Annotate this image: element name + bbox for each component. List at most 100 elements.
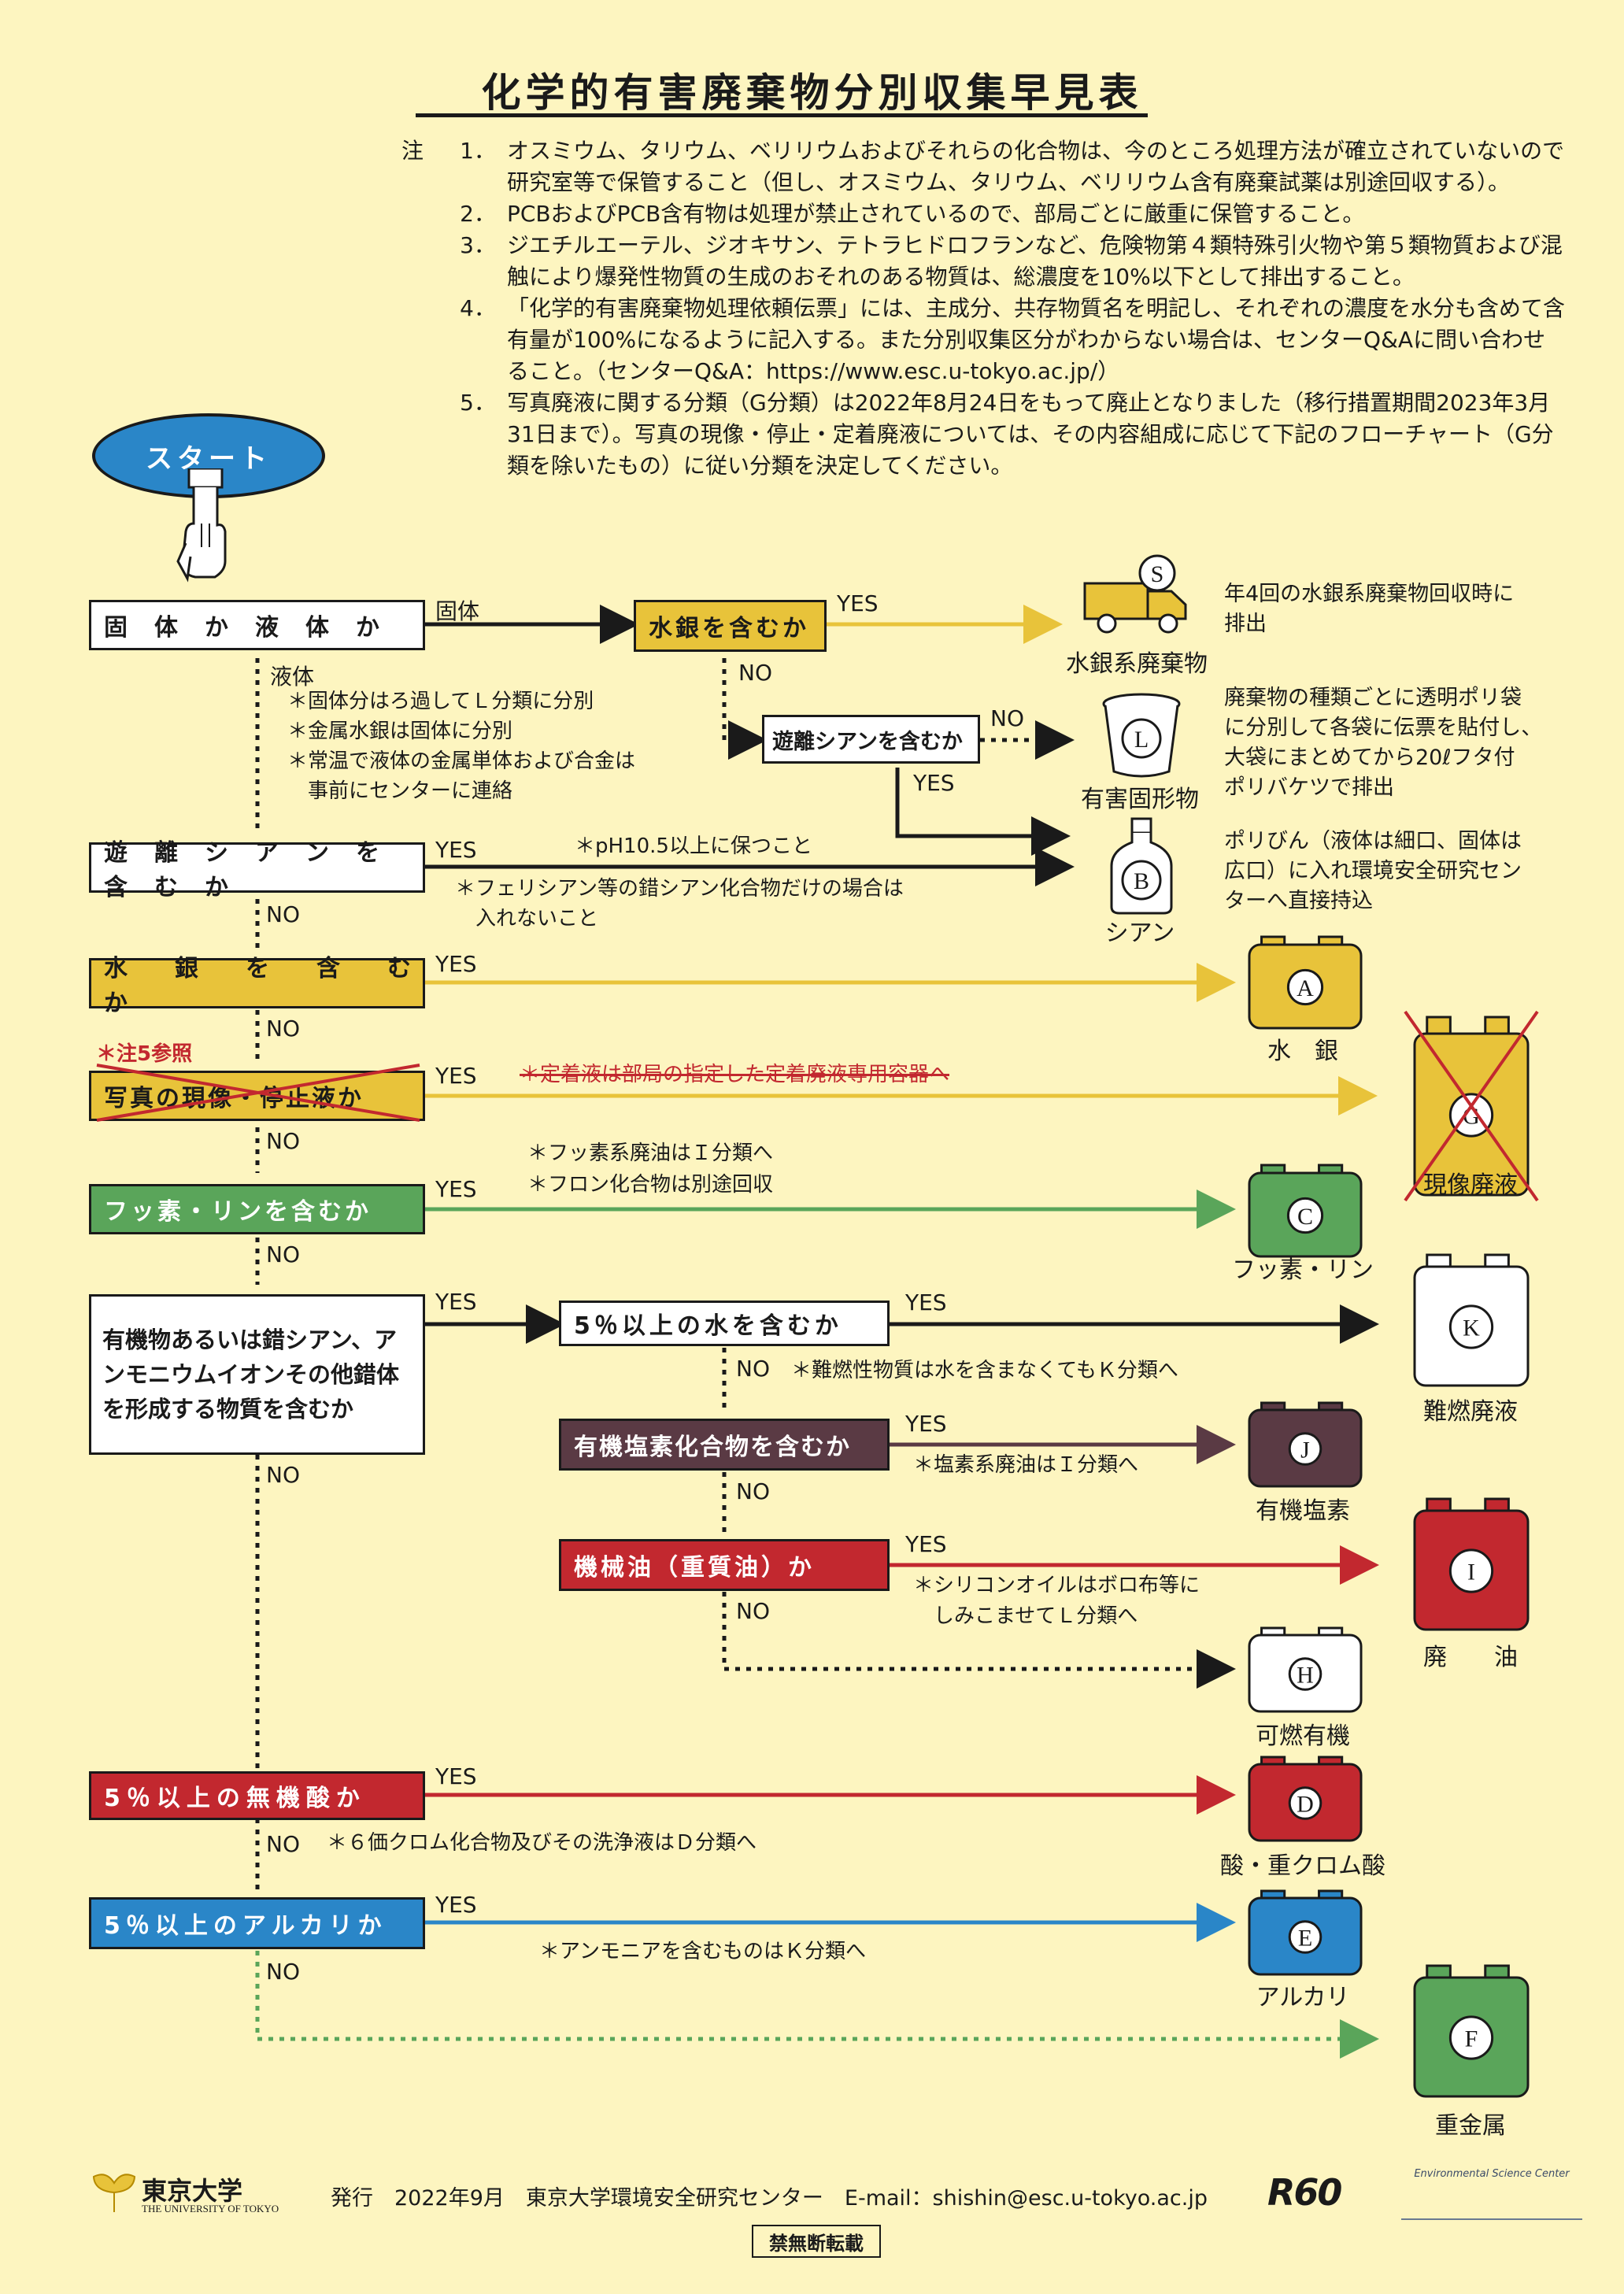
- container-H-icon: H: [1248, 1626, 1363, 1713]
- annotation-flame-retardant: ＊難燃性物質は水を含まなくてもＫ分類へ: [791, 1359, 1178, 1382]
- label-no: NO: [990, 705, 1024, 731]
- annotation-ph: ＊pH10.5以上に保つこと: [575, 834, 812, 858]
- liquid-note-4: 事前にセンターに連絡: [287, 779, 513, 803]
- container-key-letter: E: [1298, 1926, 1312, 1952]
- note-text: ジエチルエーテル、ジオキサン、テトラヒドロフランなど、危険物第４類特殊引火物や第…: [507, 232, 1563, 290]
- annotation-fluoro-1: ＊フッ素系廃油はＩ分類へ: [527, 1141, 774, 1165]
- container-key-letter: K: [1463, 1315, 1480, 1341]
- label-yes: YES: [435, 1289, 477, 1315]
- liquid-note-3: ＊常温で液体の金属単体および合金は: [287, 749, 636, 773]
- container-L-icon: L: [1102, 693, 1181, 778]
- label-no: NO: [736, 1598, 770, 1624]
- note-2: 2． PCBおよびPCB含有物は処理が禁止されているので、部局ごとに厳重に保管す…: [401, 198, 1567, 230]
- label-yes: YES: [913, 770, 955, 796]
- decision-alkali: 5％以上のアルカリか: [89, 1897, 425, 1949]
- label-no: NO: [266, 901, 300, 927]
- esc-logo: Environmental Science Center: [1401, 2166, 1582, 2220]
- container-key-letter: F: [1465, 2026, 1478, 2052]
- pointing-hand-icon: [176, 468, 227, 583]
- container-K-icon: K: [1413, 1253, 1530, 1387]
- container-J-icon: J: [1248, 1401, 1363, 1488]
- container-F-icon: F: [1413, 1964, 1530, 2098]
- label-yes: YES: [435, 837, 477, 863]
- label-no: NO: [266, 1241, 300, 1267]
- deprecated-cross-mark: [1404, 1010, 1539, 1202]
- annotation-ferricyanide-1: ＊フェリシアン等の錯シアン化合物だけの場合は: [455, 877, 904, 901]
- decision-machine-oil: 機械油（重質油）か: [559, 1539, 890, 1591]
- note-number: 1．: [460, 138, 496, 164]
- note-4: 4． 「化学的有害廃棄物処理依頼伝票」には、主成分、共存物質名を明記し、それぞれ…: [401, 293, 1567, 387]
- note-number: 4．: [460, 295, 496, 321]
- annotation-chlorine: ＊塩素系廃油はＩ分類へ: [913, 1453, 1139, 1477]
- container-B-icon: B: [1110, 817, 1173, 915]
- container-C-icon: C: [1248, 1164, 1363, 1258]
- container-I-label: 廃 油: [1423, 1644, 1518, 1671]
- no-reprint-stamp: 禁無断転載: [752, 2225, 881, 2258]
- container-K-label: 難燃廃液: [1423, 1398, 1518, 1426]
- container-key-letter: C: [1297, 1204, 1313, 1230]
- note-3: 3． ジエチルエーテル、ジオキサン、テトラヒドロフランなど、危険物第４類特殊引火…: [401, 230, 1567, 293]
- container-S-icon: S: [1083, 554, 1187, 634]
- container-J-label: 有機塩素: [1256, 1497, 1350, 1525]
- container-E-label: アルカリ: [1256, 1984, 1350, 2011]
- note-text: 「化学的有害廃棄物処理依頼伝票」には、主成分、共存物質名を明記し、それぞれの濃度…: [507, 295, 1566, 384]
- container-key-letter: A: [1297, 975, 1314, 1001]
- label-yes: YES: [905, 1411, 947, 1437]
- container-key-letter: I: [1467, 1560, 1475, 1585]
- container-B-label: シアン: [1104, 919, 1175, 947]
- decision-free-cyanide: 遊 離 シ ア ン を 含 む か: [89, 839, 425, 901]
- decision-organic: 有機物あるいは錯シアン、アンモニウムイオンその他錯体を形成する物質を含むか: [89, 1294, 425, 1455]
- container-E-icon: E: [1248, 1889, 1363, 1976]
- container-G-label: 現像廃液: [1423, 1171, 1518, 1199]
- decision-chlorinated: 有機塩素化合物を含むか: [559, 1419, 890, 1471]
- container-A-icon: A: [1248, 935, 1363, 1030]
- ginkgo-logo-icon: [92, 2174, 136, 2212]
- label-yes: YES: [435, 1063, 477, 1089]
- side-note-mercury-solid: 年4回の水銀系廃棄物回収時に 排出: [1224, 582, 1515, 636]
- page-title: 化学的有害廃棄物分別収集早見表: [481, 70, 1143, 116]
- decision-free-cyanide-solid: 遊離シアンを含むか: [762, 715, 980, 764]
- decision-water-5pct: 5％以上の水を含むか: [559, 1301, 890, 1346]
- label-yes: YES: [837, 590, 879, 616]
- publisher-info: 発行 2022年9月 東京大学環境安全研究センター E-mail：shishin…: [331, 2186, 1208, 2211]
- label-liquid: 液体: [270, 664, 315, 690]
- decision-mercury-solid: 水銀を含むか: [634, 600, 827, 652]
- container-key-letter: S: [1151, 561, 1164, 587]
- note-1: 注 1． オスミウム、タリウム、ベリリウムおよびそれらの化合物は、今のところ処理…: [401, 135, 1567, 198]
- notes-head: 注: [401, 138, 424, 164]
- note-text: 写真廃液に関する分類（G分類）は2022年8月24日をもって廃止となりました（移…: [507, 390, 1554, 479]
- annotation-fluoro-2: ＊フロン化合物は別途回収: [527, 1173, 774, 1197]
- note-number: 2．: [460, 201, 496, 227]
- note-number: 3．: [460, 232, 496, 258]
- annotation-silicone-1: ＊シリコンオイルはボロ布等に: [913, 1574, 1200, 1597]
- label-yes: YES: [435, 1892, 477, 1918]
- cross-out-mark: [96, 1064, 420, 1122]
- note-number: 5．: [460, 390, 496, 416]
- container-L-label: 有害固形物: [1081, 786, 1199, 813]
- decision-solid-or-liquid: 固 体 か 液 体 か: [89, 600, 425, 650]
- notes-section: 注 1． オスミウム、タリウム、ベリリウムおよびそれらの化合物は、今のところ処理…: [401, 135, 1567, 482]
- container-key-letter: D: [1297, 1792, 1314, 1818]
- container-H-label: 可燃有機: [1256, 1722, 1350, 1750]
- container-F-label: 重金属: [1435, 2112, 1506, 2140]
- note-5: 5． 写真廃液に関する分類（G分類）は2022年8月24日をもって廃止となりまし…: [401, 387, 1567, 482]
- label-yes: YES: [905, 1289, 947, 1315]
- annotation-ammonia: ＊アンモニアを含むものはＫ分類へ: [539, 1940, 866, 1963]
- label-no: NO: [266, 1016, 300, 1042]
- annotation-chromium: ＊６価クロム化合物及びその洗浄液はＤ分類へ: [327, 1831, 757, 1855]
- label-solid: 固体: [435, 598, 480, 624]
- utokyo-logo-text: 東京大学: [142, 2177, 243, 2205]
- container-D-label: 酸・重クロム酸: [1220, 1852, 1385, 1880]
- annotation-silicone-2: しみこませてＬ分類へ: [913, 1604, 1138, 1628]
- container-D-icon: D: [1248, 1756, 1363, 1842]
- container-key-letter: L: [1134, 727, 1149, 753]
- liquid-note-1: ＊固体分はろ過してＬ分類に分別: [287, 690, 594, 713]
- side-note-cyanide: ポリびん（液体は細口、固体は 広口）に入れ環境安全研究セン ターへ直接持込: [1224, 829, 1522, 913]
- label-no: NO: [736, 1478, 770, 1504]
- label-no: NO: [738, 660, 772, 686]
- container-key-letter: B: [1134, 868, 1149, 894]
- title-underline: [416, 113, 1148, 117]
- label-note5-reference: ＊注5参照: [96, 1042, 193, 1066]
- container-key-letter: J: [1300, 1437, 1310, 1463]
- label-no: NO: [266, 1831, 300, 1857]
